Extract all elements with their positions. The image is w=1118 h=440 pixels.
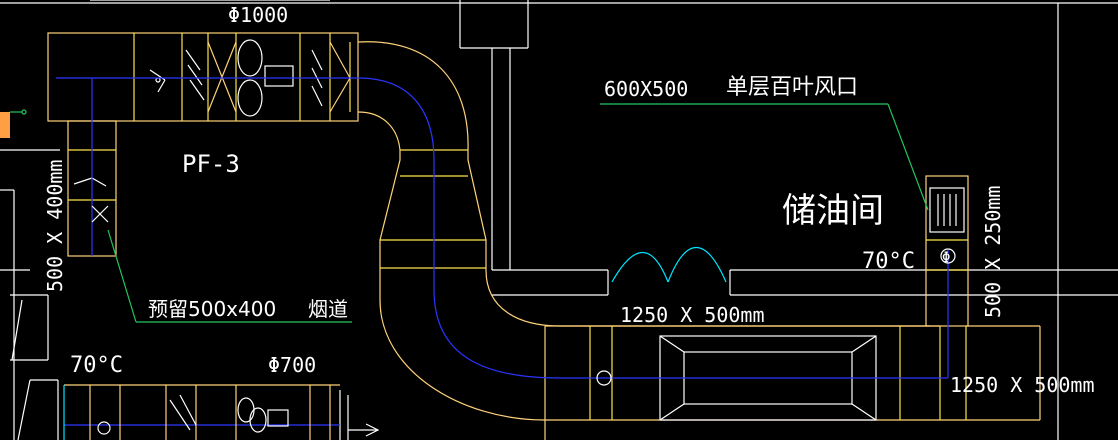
door-swing bbox=[611, 247, 727, 283]
right-vertical-duct bbox=[925, 175, 969, 327]
edge-accent bbox=[0, 112, 10, 138]
damper-lower-left bbox=[97, 421, 111, 435]
grille-type-label: 单层百叶风口 bbox=[726, 75, 858, 100]
diameter-top-label: Φ1000 bbox=[228, 3, 288, 27]
damper-temp-left-label: 70°C bbox=[70, 353, 123, 378]
main-duct-dim-label: 1250 X 500mm bbox=[620, 303, 765, 327]
fan-code-label: PF-3 bbox=[182, 150, 240, 178]
duct-centerlines bbox=[56, 77, 949, 426]
lower-duct bbox=[544, 325, 1041, 440]
right-grille bbox=[929, 187, 965, 233]
damper-right-duct bbox=[940, 248, 956, 264]
room-name-label: 储油间 bbox=[782, 191, 884, 231]
right-duct-dim-label: 1250 X 500mm bbox=[950, 373, 1095, 397]
damper-lower-duct bbox=[596, 370, 612, 386]
damper-temp-right-label: 70°C bbox=[862, 249, 915, 274]
vertical-right-dim-label: 500 X 250mm bbox=[981, 186, 1005, 318]
flow-arrow bbox=[348, 423, 380, 437]
top-duct bbox=[47, 32, 359, 122]
flue-label: 烟道 bbox=[308, 297, 348, 321]
phi-symbol-right: Φ bbox=[942, 250, 950, 266]
lower-left-duct bbox=[63, 384, 340, 440]
left-vertical-dim-label: 500 X 400mm bbox=[43, 160, 67, 292]
fire-dampers bbox=[91, 205, 956, 435]
grille-size-label: 600X500 bbox=[604, 77, 688, 101]
diameter-bottom-label: Φ700 bbox=[268, 353, 316, 377]
reserved-flue-label: 预留500x400 bbox=[148, 297, 276, 321]
leader-lines bbox=[10, 103, 929, 323]
